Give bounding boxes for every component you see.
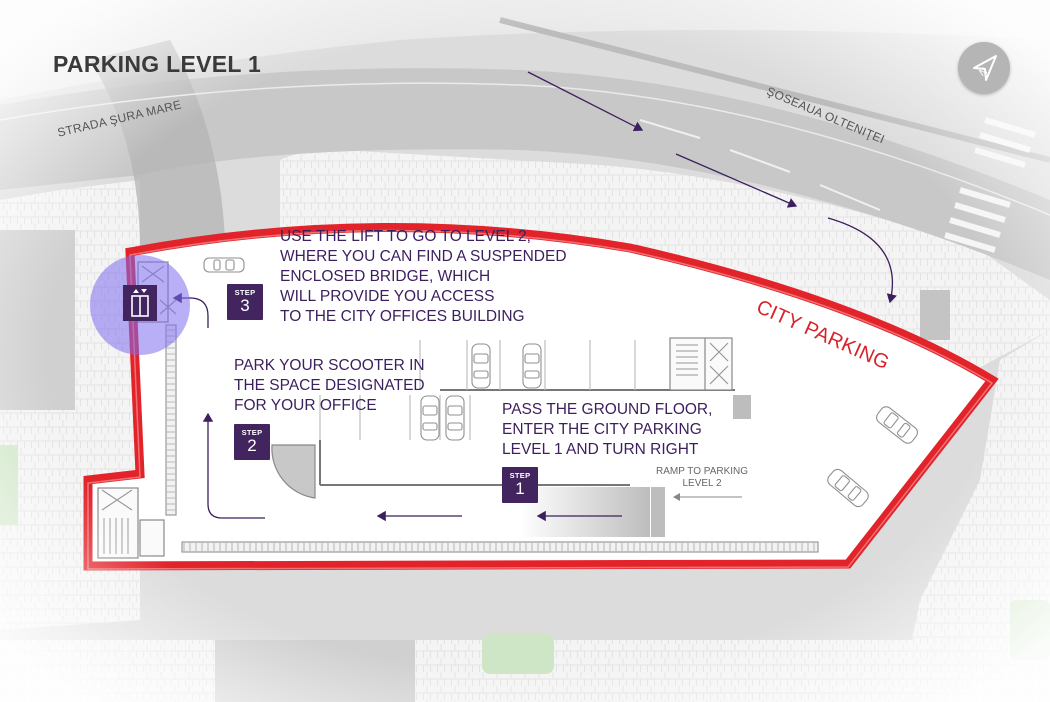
step-2-badge: STEP 2 <box>234 424 270 460</box>
step-3-word: STEP <box>234 288 256 297</box>
step-3-number: 3 <box>240 296 250 315</box>
step-1-instruction: PASS THE GROUND FLOOR, ENTER THE CITY PA… <box>502 401 713 458</box>
elevator-icon <box>123 285 157 321</box>
step-2-number: 2 <box>247 436 257 455</box>
step-2-word: STEP <box>241 428 263 437</box>
compass: N <box>958 42 1010 94</box>
step-1-word: STEP <box>509 471 531 480</box>
ramp-label: RAMP TO PARKING LEVEL 2 <box>656 466 749 489</box>
step-2-instruction: PARK YOUR SCOOTER IN THE SPACE DESIGNATE… <box>234 357 425 414</box>
step-1-badge: STEP 1 <box>502 467 538 503</box>
north-arrow-icon <box>973 55 997 81</box>
step-3-instruction: USE THE LIFT TO GO TO LEVEL 2, WHERE YOU… <box>280 228 567 325</box>
page-title: PARKING LEVEL 1 <box>53 51 262 77</box>
step-1-number: 1 <box>515 479 525 498</box>
step-3-badge: STEP 3 <box>227 284 263 320</box>
